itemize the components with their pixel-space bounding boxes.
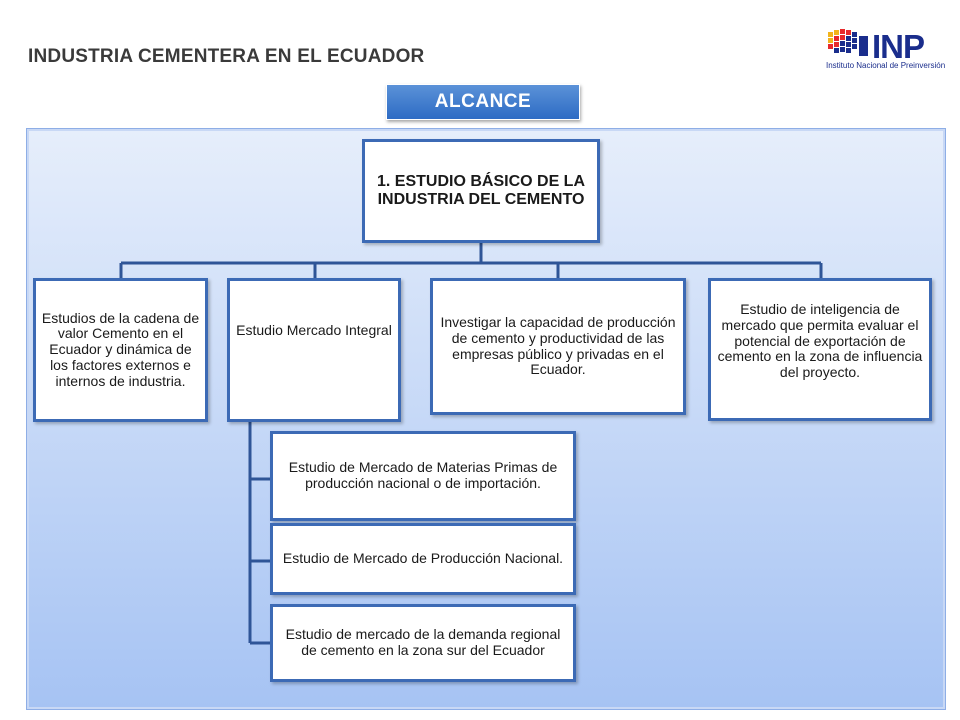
sub-node-produccion-nacional: Estudio de Mercado de Producción Naciona… [270, 523, 576, 595]
inp-logo: INP Instituto Nacional de Preinversión [826, 26, 946, 74]
child-node-cadena-valor: Estudios de la cadena de valor Cemento e… [33, 278, 208, 422]
sub-node-label: Estudio de mercado de la demanda regiona… [285, 626, 561, 658]
child-node-inteligencia-mercado: Estudio de inteligencia de mercado que p… [708, 278, 932, 421]
sub-node-demanda-regional: Estudio de mercado de la demanda regiona… [270, 604, 576, 682]
sub-node-label: Estudio de Mercado de Producción Naciona… [282, 550, 564, 567]
child-node-label: Estudios de la cadena de valor Cemento e… [41, 309, 200, 389]
inp-flag-icon [828, 29, 868, 56]
alcance-badge: ALCANCE [386, 84, 580, 120]
child-node-mercado-integral: Estudio Mercado Integral [227, 278, 401, 422]
logo-subtitle: Instituto Nacional de Preinversión [826, 61, 946, 70]
root-node-label: 1. ESTUDIO BÁSICO DE LA INDUSTRIA DEL CE… [376, 173, 586, 208]
child-node-label: Estudio de inteligencia de mercado que p… [717, 301, 923, 380]
sub-node-label: Estudio de Mercado de Materias Primas de… [288, 459, 558, 491]
root-node: 1. ESTUDIO BÁSICO DE LA INDUSTRIA DEL CE… [362, 139, 600, 243]
child-node-label: Investigar la capacidad de producción de… [440, 314, 676, 378]
sub-node-materias-primas: Estudio de Mercado de Materias Primas de… [270, 431, 576, 521]
page-title: INDUSTRIA CEMENTERA EN EL ECUADOR [28, 46, 425, 67]
logo-text: INP [872, 28, 925, 65]
child-node-capacidad-produccion: Investigar la capacidad de producción de… [430, 278, 686, 415]
child-node-label: Estudio Mercado Integral [236, 322, 392, 339]
